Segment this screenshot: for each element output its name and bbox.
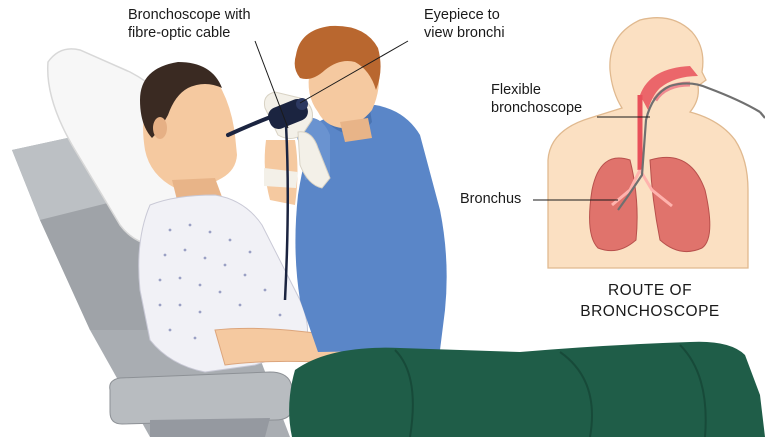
label-bronchoscope-cable-line1: Bronchoscope with [128,6,251,24]
label-eyepiece-line2: view bronchi [424,24,505,42]
label-flexible-bronchoscope-line2: bronchoscope [491,99,582,117]
caption-line2: BRONCHOSCOPE [550,301,750,322]
diagram-caption: ROUTE OF BRONCHOSCOPE [550,280,750,322]
caption-line1: ROUTE OF [550,280,750,301]
label-bronchus: Bronchus [460,190,521,208]
label-eyepiece: Eyepiece to view bronchi [424,6,505,42]
label-eyepiece-line1: Eyepiece to [424,6,505,24]
blanket [289,342,765,437]
label-flexible-bronchoscope: Flexible bronchoscope [491,81,582,117]
label-bronchoscope-cable: Bronchoscope with fibre-optic cable [128,6,251,42]
label-flexible-bronchoscope-line1: Flexible [491,81,582,99]
label-bronchoscope-cable-line2: fibre-optic cable [128,24,251,42]
torso-diagram [548,18,765,268]
